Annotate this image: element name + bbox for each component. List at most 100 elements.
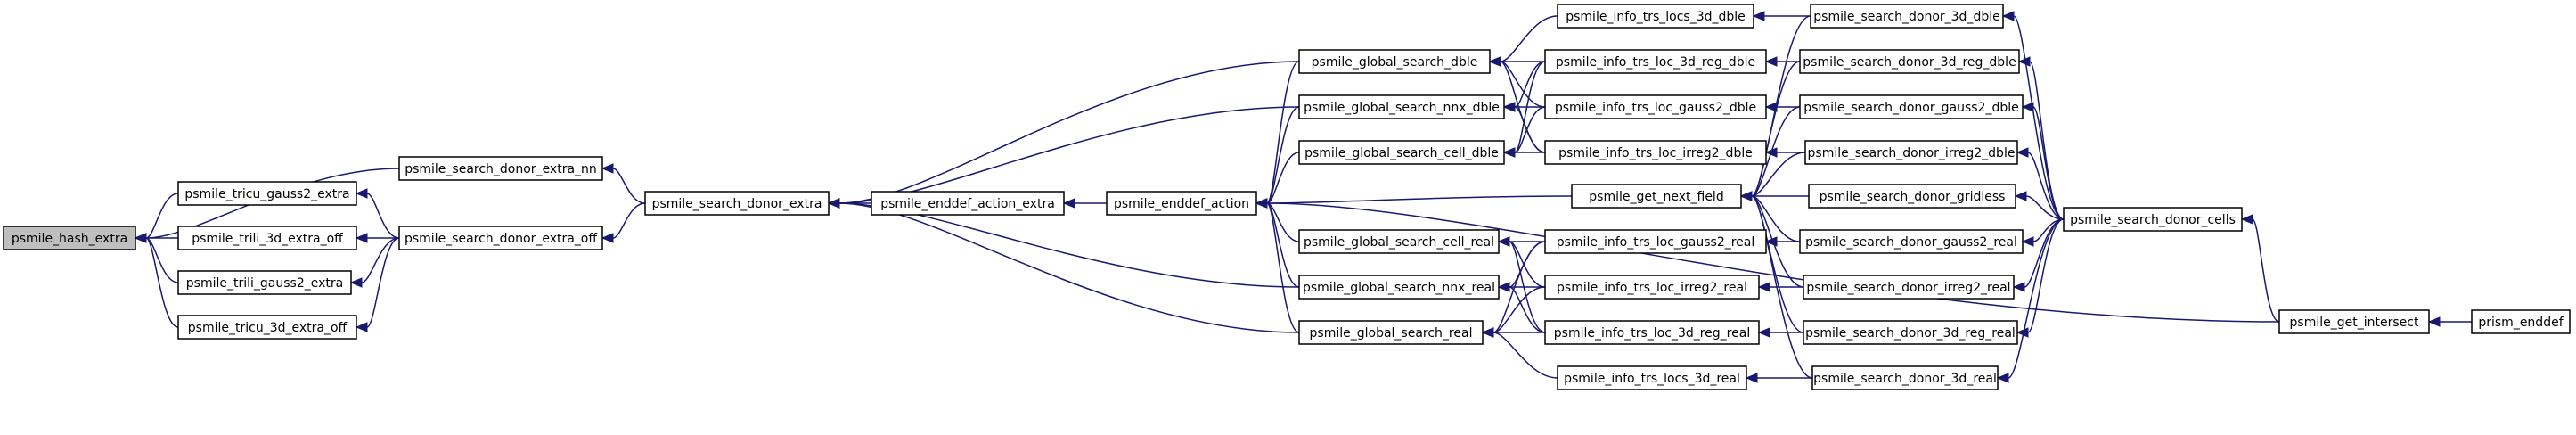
node-box[interactable] (1803, 320, 2018, 345)
edge-sde-to-sde_off (612, 202, 646, 239)
node-box[interactable] (1298, 94, 1505, 119)
node-box[interactable] (1298, 229, 1500, 254)
node-gs_dble[interactable]: psmile_global_search_dble (1298, 49, 1491, 74)
node-hash_extra[interactable]: psmile_hash_extra (3, 226, 136, 250)
edge-sd_gauss2_real-to-gnf (1751, 195, 1801, 242)
node-sd_irreg2_real[interactable]: psmile_search_donor_irreg2_real (1803, 275, 2015, 300)
node-sde_off[interactable]: psmile_search_donor_extra_off (398, 226, 603, 250)
node-box[interactable] (1298, 320, 1484, 345)
node-box[interactable] (3, 226, 136, 250)
node-its_locs3d_dble[interactable]: psmile_info_trs_locs_3d_dble (1557, 4, 1754, 29)
node-sd_cells[interactable]: psmile_search_donor_cells (2063, 207, 2243, 232)
node-label: psmile_search_donor_3d_dble (1813, 10, 1999, 24)
node-box[interactable] (2471, 309, 2571, 334)
node-trili_3d_off[interactable]: psmile_trili_3d_extra_off (177, 226, 357, 250)
node-prism_enddef[interactable]: prism_enddef (2471, 309, 2571, 334)
node-box[interactable] (1298, 275, 1500, 300)
node-box[interactable] (2278, 309, 2430, 334)
node-its_loc3dreg_dble[interactable]: psmile_info_trs_loc_3d_reg_dble (1544, 49, 1767, 74)
node-box[interactable] (1571, 184, 1742, 209)
edge-sde-to-sde_nn (612, 168, 646, 204)
node-gs_nnx_dble[interactable]: psmile_global_search_nnx_dble (1298, 94, 1505, 119)
node-gs_cell_real[interactable]: psmile_global_search_cell_real (1298, 229, 1500, 254)
edge-sde_off-to-trili_gauss2 (361, 237, 400, 283)
node-sd_3dreg_dble[interactable]: psmile_search_donor_3d_reg_dble (1799, 49, 2020, 74)
node-box[interactable] (644, 191, 830, 216)
node-its_locs3d_real[interactable]: psmile_info_trs_locs_3d_real (1557, 365, 1747, 390)
node-box[interactable] (1298, 140, 1505, 165)
node-box[interactable] (177, 315, 357, 340)
node-box[interactable] (1803, 275, 2015, 300)
node-box[interactable] (1544, 229, 1767, 254)
node-box[interactable] (1544, 275, 1760, 300)
node-box[interactable] (177, 181, 357, 206)
node-gnf[interactable]: psmile_get_next_field (1571, 184, 1742, 209)
node-gs_real[interactable]: psmile_global_search_real (1298, 320, 1484, 345)
edge-gs_cell_dble-to-eda (1266, 152, 1300, 204)
edge-arrowhead (1757, 282, 1770, 292)
node-box[interactable] (1557, 4, 1754, 29)
node-box[interactable] (1544, 94, 1767, 119)
node-box[interactable] (1544, 49, 1767, 74)
node-its_locgauss2_dble[interactable]: psmile_info_trs_loc_gauss2_dble (1544, 94, 1767, 119)
edge-gs_dble-to-sde (838, 61, 1300, 204)
node-sd_gridless[interactable]: psmile_search_donor_gridless (1808, 184, 2016, 209)
node-box[interactable] (871, 191, 1065, 216)
edge-arrowhead (2014, 191, 2027, 201)
node-box[interactable] (1544, 140, 1767, 165)
node-box[interactable] (1106, 191, 1257, 216)
node-sd_3d_real[interactable]: psmile_search_donor_3d_real (1811, 365, 1999, 390)
node-box[interactable] (398, 226, 603, 250)
node-box[interactable] (177, 226, 357, 250)
edges-layer (134, 11, 2472, 383)
node-box[interactable] (1298, 49, 1491, 74)
node-box[interactable] (177, 270, 352, 295)
node-label: psmile_search_donor_irreg2_dble (1808, 146, 2016, 160)
node-label: psmile_info_trs_loc_gauss2_real (1557, 235, 1755, 250)
node-gs_nnx_real[interactable]: psmile_global_search_nnx_real (1298, 275, 1500, 300)
node-box[interactable] (1804, 140, 2018, 165)
edge-arrowhead (349, 277, 363, 288)
node-gs_cell_dble[interactable]: psmile_global_search_cell_dble (1298, 140, 1505, 165)
edge-sd_cells-to-sd_irreg2_real (2024, 218, 2065, 288)
node-its_locirreg2_dble[interactable]: psmile_info_trs_loc_irreg2_dble (1544, 140, 1767, 165)
node-label: psmile_enddef_action (1114, 197, 1249, 211)
node-sde[interactable]: psmile_search_donor_extra (644, 191, 830, 216)
node-box[interactable] (2063, 207, 2243, 232)
edge-arrowhead (1996, 373, 2009, 383)
node-box[interactable] (1799, 229, 2024, 254)
edge-arrowhead (355, 322, 368, 332)
edge-its_locs3d_dble-to-gs_dble (1500, 15, 1558, 62)
node-sd_gauss2_real[interactable]: psmile_search_donor_gauss2_real (1799, 229, 2024, 254)
edge-arrowhead (1488, 56, 1501, 67)
node-box[interactable] (1799, 49, 2020, 74)
edge-sd_cells-to-sd_3dreg_dble (2029, 61, 2065, 220)
node-box[interactable] (1544, 320, 1760, 345)
node-box[interactable] (1557, 365, 1747, 390)
node-label: psmile_global_search_real (1310, 326, 1473, 341)
node-get_intersect[interactable]: psmile_get_intersect (2278, 309, 2430, 334)
node-sd_3dreg_real[interactable]: psmile_search_donor_3d_reg_real (1803, 320, 2018, 345)
edge-arrowhead (355, 233, 368, 243)
node-its_loc3dreg_real[interactable]: psmile_info_trs_loc_3d_reg_real (1544, 320, 1760, 345)
node-label: psmile_global_search_cell_dble (1304, 146, 1499, 160)
node-box[interactable] (1811, 365, 1999, 390)
node-box[interactable] (1810, 4, 2004, 29)
node-sde_nn[interactable]: psmile_search_donor_extra_nn (398, 156, 603, 181)
edge-arrowhead (601, 233, 614, 243)
node-trili_gauss2[interactable]: psmile_trili_gauss2_extra (177, 270, 352, 295)
node-sd_3d_dble[interactable]: psmile_search_donor_3d_dble (1810, 4, 2004, 29)
node-eda[interactable]: psmile_enddef_action (1106, 191, 1257, 216)
node-box[interactable] (1808, 184, 2016, 209)
edge-sd_cells-to-sd_irreg2_dble (2027, 152, 2065, 220)
node-tricu_gauss2[interactable]: psmile_tricu_gauss2_extra (177, 181, 357, 206)
node-its_locirreg2_real[interactable]: psmile_info_trs_loc_irreg2_real (1544, 275, 1760, 300)
node-box[interactable] (398, 156, 603, 181)
node-sd_irreg2_dble[interactable]: psmile_search_donor_irreg2_dble (1804, 140, 2018, 165)
node-box[interactable] (1799, 94, 2024, 119)
node-sd_gauss2_dble[interactable]: psmile_search_donor_gauss2_dble (1799, 94, 2024, 119)
node-label: psmile_tricu_3d_extra_off (188, 321, 348, 335)
node-eda_extra[interactable]: psmile_enddef_action_extra (871, 191, 1065, 216)
node-its_locgauss2_real[interactable]: psmile_info_trs_loc_gauss2_real (1544, 229, 1767, 254)
node-tricu_3d_off[interactable]: psmile_tricu_3d_extra_off (177, 315, 357, 340)
